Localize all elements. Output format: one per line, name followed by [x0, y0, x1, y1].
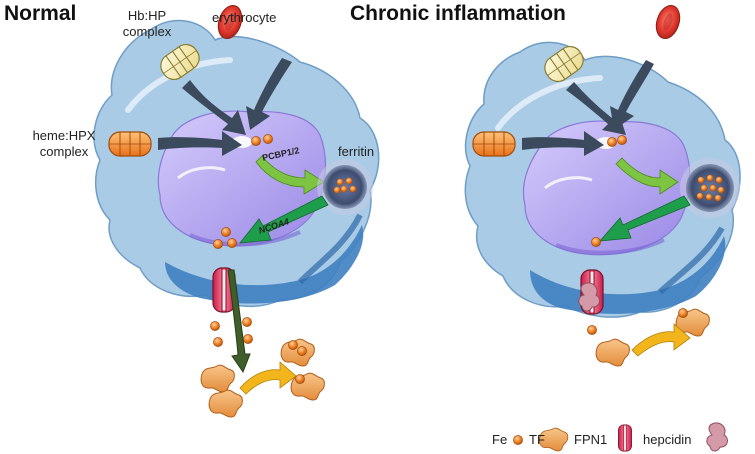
- legend-hepcidin-label: hepcidin: [643, 432, 692, 447]
- ferritin-icon-loaded: [680, 158, 740, 218]
- ncoa4-arrow: [239, 195, 329, 244]
- panel-title-normal: Normal: [4, 2, 77, 25]
- transferrin-icon: [208, 389, 243, 418]
- heme-hpx-complex-icon: [108, 131, 152, 157]
- uptake-arrow-heme: [158, 131, 242, 156]
- panel-title-chronic-inflammation: Chronic inflammation: [350, 2, 566, 25]
- tf-loading-arrow: [239, 361, 297, 395]
- hb-hp-label-line2: complex: [122, 24, 172, 39]
- hepcidin-bound: [578, 282, 600, 312]
- heme-hpx-complex-label: heme:HPX complex: [22, 128, 106, 160]
- uptake-arrow-erythrocyte: [246, 58, 292, 130]
- ferritin-label: ferritin: [338, 144, 375, 159]
- erythrocyte-icon: [651, 1, 685, 43]
- transferrin-icon: [595, 338, 630, 367]
- legend-fpn1-icon: [618, 424, 632, 452]
- inflammation-panel: [464, 1, 741, 367]
- transferrin-icon: [200, 364, 235, 393]
- heme-hpx-label-line2: complex: [39, 144, 89, 159]
- legend-fe-icon: [513, 435, 523, 445]
- heme-hpx-complex-icon: [472, 131, 516, 157]
- pcbp-arrow: [255, 155, 325, 195]
- ferritin-icon: [317, 159, 373, 215]
- hb-hp-complex-label: Hb:HP complex: [102, 8, 192, 40]
- legend-hepcidin-icon: [706, 422, 728, 452]
- erythrocyte-label: erythrocyte: [212, 10, 277, 25]
- uptake-arrow-hbhp: [182, 80, 246, 135]
- normal-panel: [93, 1, 380, 418]
- legend-tf-label: TF: [529, 432, 545, 447]
- legend-fpn1-label: FPN1: [574, 432, 608, 447]
- export-arrow: [227, 269, 251, 374]
- legend: [513, 422, 728, 452]
- legend-fe-label: Fe: [492, 432, 508, 447]
- hb-hp-label-line1: Hb:HP: [127, 8, 167, 23]
- heme-hpx-label-line1: heme:HPX: [32, 128, 96, 143]
